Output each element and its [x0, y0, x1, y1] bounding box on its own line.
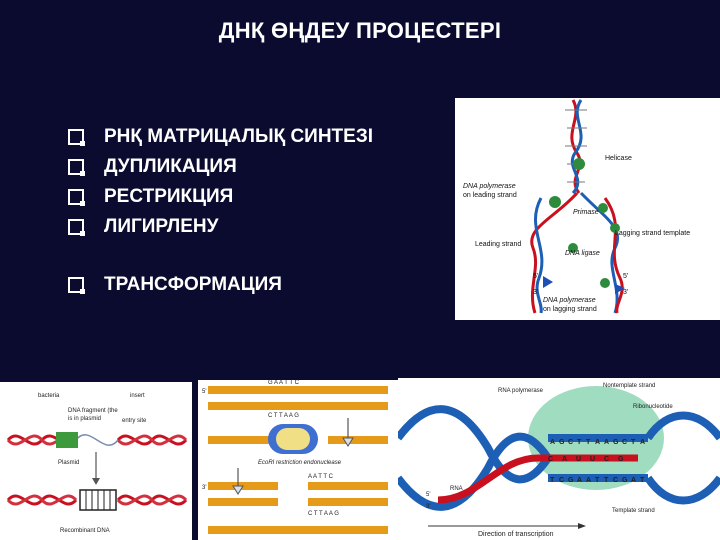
nontemplate-base: A — [604, 439, 609, 446]
seq-top: G A A T T C — [268, 380, 300, 386]
label-leading-strand: Leading strand — [475, 241, 521, 248]
label-direction: Direction of transcription — [478, 531, 554, 538]
rna-base: U — [590, 456, 595, 463]
template-base: T — [595, 477, 600, 484]
bullet-item: ЛИГИРЛЕНУ — [68, 212, 373, 242]
label-dna-pol-leading: DNA polymerase — [463, 183, 516, 190]
nontemplate-base: C — [568, 439, 573, 446]
bullet-item: ДУПЛИКАЦИЯ — [68, 152, 373, 182]
label-dna-fragment: DNA fragment (the — [68, 408, 118, 414]
restriction-figure: 5' G A A T T C C T T A A G 3' A A T T C … — [198, 380, 398, 540]
ligation-diagram: bacteria insert DNA fragment (the is in … — [6, 393, 188, 534]
label-recombinant: Recombinant DNA — [60, 528, 110, 534]
template-base: T — [604, 477, 609, 484]
template-base: C — [613, 477, 618, 484]
template-base: T — [640, 477, 645, 484]
label-3prime: 3' — [426, 504, 430, 510]
label-5prime-right: 5' — [623, 273, 628, 280]
label-5prime-top: 5' — [202, 389, 206, 395]
nontemplate-base: T — [631, 439, 636, 446]
bullet-text: ЛИГИРЛЕНУ — [104, 216, 219, 237]
label-dna-pol-lagging-2: on lagging strand — [543, 306, 597, 313]
rna-base: C — [604, 456, 609, 463]
slide-title: ДНҚ ӨҢДЕУ ПРОЦЕСТЕРІ — [218, 18, 502, 43]
label-dna-pol-leading-2: on leading strand — [463, 192, 517, 199]
template-base: A — [577, 477, 582, 484]
template-base: G — [568, 477, 574, 484]
label-3prime-bottom: 3' — [202, 485, 206, 491]
label-enzyme: EcoRI restriction endonuclease — [258, 460, 342, 466]
nontemplate-base: T — [586, 439, 591, 446]
checkbox-bullet-icon — [68, 129, 85, 146]
bullet-item: ТРАНСФОРМАЦИЯ — [68, 270, 373, 300]
label-dna-pol-lagging: DNA polymerase — [543, 297, 596, 304]
label-dna-ligase: DNA ligase — [565, 250, 600, 257]
restriction-diagram: 5' G A A T T C C T T A A G 3' A A T T C … — [202, 380, 388, 534]
bullet-list: РНҚ МАТРИЦАЛЫҚ СИНТЕЗІ ДУПЛИКАЦИЯ РЕСТРИ… — [68, 122, 373, 300]
template-base: A — [631, 477, 636, 484]
rna-base: G — [618, 456, 624, 463]
label-entry: entry site — [122, 418, 147, 424]
replication-fork-figure: Helicase DNA polymerase on leading stran… — [455, 98, 720, 320]
checkbox-bullet-icon — [68, 219, 85, 236]
label-rna-polymerase: RNA polymerase — [498, 388, 544, 394]
label-plasmid: Plasmid — [58, 460, 79, 466]
rna-base: U — [576, 456, 581, 463]
label-rna: RNA — [450, 486, 463, 492]
template-base: A — [586, 477, 591, 484]
label-lagging-template: Lagging strand template — [615, 230, 690, 237]
nontemplate-base: A — [640, 439, 645, 446]
bullet-item: РЕСТРИКЦИЯ — [68, 182, 373, 212]
label-helicase: Helicase — [605, 155, 632, 162]
template-base: T — [550, 477, 555, 484]
template-base: G — [622, 477, 628, 484]
rna-base: C — [548, 456, 553, 463]
checkbox-bullet-icon — [68, 277, 85, 294]
bullet-text: ТРАНСФОРМАЦИЯ — [104, 274, 282, 295]
checkbox-bullet-icon — [68, 189, 85, 206]
nontemplate-base: A — [550, 439, 555, 446]
label-5prime: 5' — [426, 492, 430, 498]
label-ribonucleotide: Ribonucleotide — [633, 404, 673, 410]
ligation-figure: bacteria insert DNA fragment (the is in … — [0, 382, 192, 540]
rna-base: A — [562, 456, 567, 463]
replication-fork-diagram: Helicase DNA polymerase on leading stran… — [463, 99, 690, 314]
label-primase: Primase — [573, 209, 599, 216]
label-5prime: 5' — [533, 273, 538, 280]
seq-bottom: A A T T C — [308, 474, 334, 480]
label-nontemplate: Nontemplate strand — [603, 383, 655, 389]
bullet-text: РЕСТРИКЦИЯ — [104, 186, 234, 207]
label-insert: insert — [130, 393, 145, 399]
nontemplate-base: T — [577, 439, 582, 446]
label-bacteria: bacteria — [38, 393, 60, 399]
seq-top-2: C T T A A G — [268, 413, 299, 419]
bullet-text: РНҚ МАТРИЦАЛЫҚ СИНТЕЗІ — [104, 126, 374, 147]
label-template: Template strand — [612, 508, 655, 514]
bullet-item: РНҚ МАТРИЦАЛЫҚ СИНТЕЗІ — [68, 122, 373, 152]
nontemplate-base: G — [613, 439, 619, 446]
template-base: C — [559, 477, 564, 484]
label-3prime-right: 3' — [623, 289, 628, 296]
checkbox-bullet-icon — [68, 159, 85, 176]
nontemplate-base: C — [622, 439, 627, 446]
nontemplate-base: G — [559, 439, 565, 446]
seq-bottom-2: C T T A A G — [308, 511, 339, 517]
label-3prime: 3' — [533, 289, 538, 296]
label-dna-fragment-2: is in plasmid — [68, 416, 101, 422]
nontemplate-base: A — [595, 439, 600, 446]
bullet-text: ДУПЛИКАЦИЯ — [104, 156, 237, 177]
